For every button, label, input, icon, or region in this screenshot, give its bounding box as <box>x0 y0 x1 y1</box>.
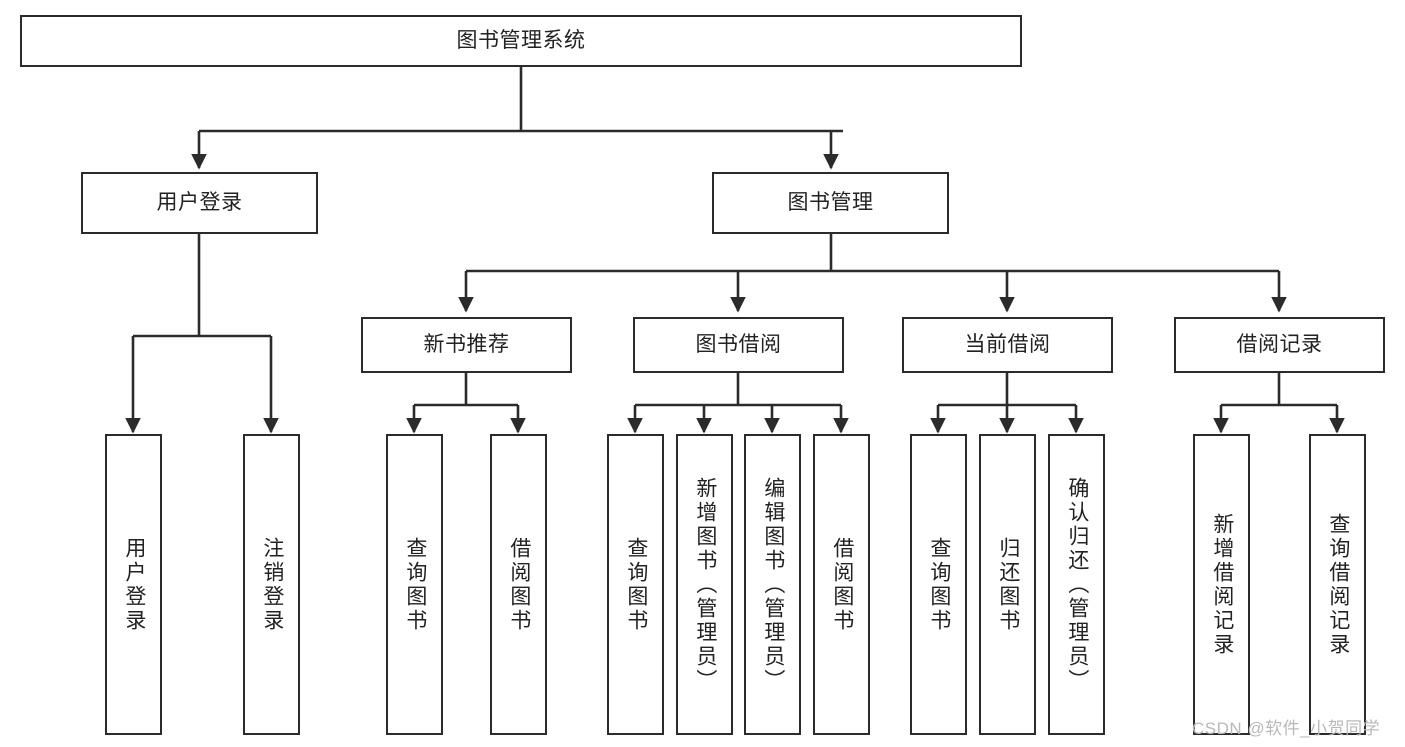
node-label: 确认归还（管理员） <box>1065 476 1089 693</box>
node-new-book-recommend[interactable]: 新书推荐 <box>361 317 572 373</box>
node-label: 查询图书 <box>624 536 648 633</box>
node-root-book-management-system[interactable]: 图书管理系统 <box>20 15 1022 67</box>
leaf-borrow-record-query-record[interactable]: 查询借阅记录 <box>1309 434 1366 735</box>
leaf-current-borrow-confirm-return-admin[interactable]: 确认归还（管理员） <box>1048 434 1105 735</box>
node-label: 归还图书 <box>996 536 1020 633</box>
node-label: 当前借阅 <box>964 332 1051 356</box>
node-label: 用户登录 <box>122 536 146 633</box>
leaf-book-borrow-add-book-admin[interactable]: 新增图书（管理员） <box>676 434 733 735</box>
node-label: 新增图书（管理员） <box>693 476 717 693</box>
node-label: 查询图书 <box>403 536 427 633</box>
leaf-current-borrow-return-book[interactable]: 归还图书 <box>979 434 1036 735</box>
node-current-borrow[interactable]: 当前借阅 <box>902 317 1113 373</box>
node-label: 用户登录 <box>156 190 243 214</box>
leaf-borrow-record-add-record[interactable]: 新增借阅记录 <box>1193 434 1250 735</box>
node-label: 查询借阅记录 <box>1326 512 1350 657</box>
node-borrow-record[interactable]: 借阅记录 <box>1174 317 1385 373</box>
node-label: 新书推荐 <box>423 332 510 356</box>
node-label: 图书管理 <box>787 190 874 214</box>
leaf-book-borrow-query-book[interactable]: 查询图书 <box>607 434 664 735</box>
node-label: 借阅记录 <box>1236 332 1323 356</box>
leaf-new-book-borrow-book[interactable]: 借阅图书 <box>490 434 547 735</box>
node-book-borrow[interactable]: 图书借阅 <box>633 317 844 373</box>
leaf-current-borrow-query-book[interactable]: 查询图书 <box>910 434 967 735</box>
node-user-login[interactable]: 用户登录 <box>81 172 318 234</box>
csdn-watermark: CSDN @软件_小贺同学 <box>1192 719 1381 738</box>
leaf-user-login-login[interactable]: 用户登录 <box>105 434 162 735</box>
node-label: 图书管理系统 <box>456 28 586 52</box>
node-label: 注销登录 <box>260 536 284 633</box>
node-label: 借阅图书 <box>507 536 531 633</box>
node-label: 借阅图书 <box>830 536 854 633</box>
leaf-book-borrow-edit-book-admin[interactable]: 编辑图书（管理员） <box>744 434 801 735</box>
node-book-management[interactable]: 图书管理 <box>712 172 949 234</box>
node-label: 图书借阅 <box>695 332 782 356</box>
leaf-user-login-logout[interactable]: 注销登录 <box>243 434 300 735</box>
leaf-book-borrow-borrow-book[interactable]: 借阅图书 <box>813 434 870 735</box>
node-label: 编辑图书（管理员） <box>761 476 785 693</box>
leaf-new-book-query-book[interactable]: 查询图书 <box>386 434 443 735</box>
node-label: 新增借阅记录 <box>1210 512 1234 657</box>
node-label: 查询图书 <box>927 536 951 633</box>
